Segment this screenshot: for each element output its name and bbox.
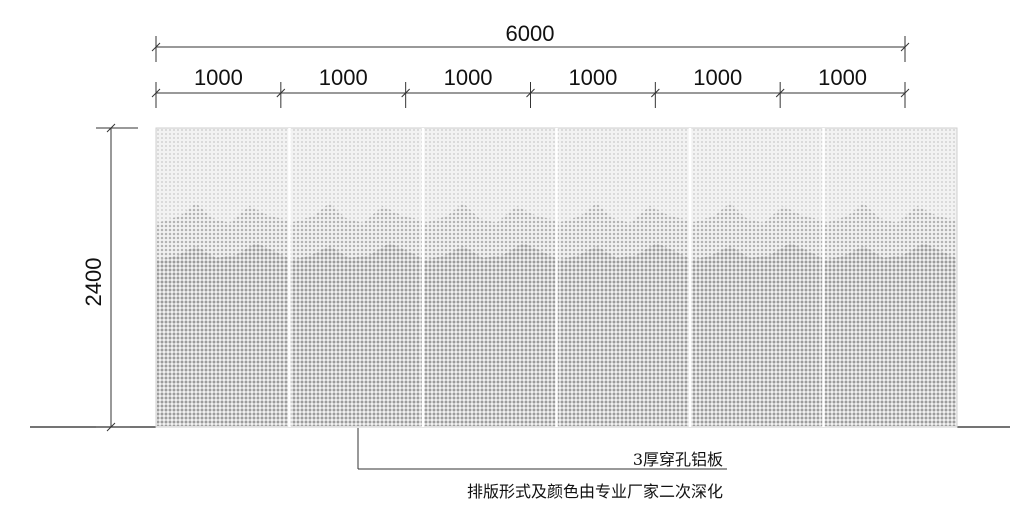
perforated-panel: [424, 129, 556, 426]
perforated-panel: [691, 129, 823, 426]
panel-width-dimensions: 1000 1000 1000 1000 1000 1000: [151, 65, 910, 108]
dimension-slash: [401, 88, 411, 98]
panel-width-label: 1000: [319, 65, 368, 90]
dimension-slash: [650, 88, 660, 98]
panel-width-label: 1000: [693, 65, 742, 90]
perforated-panel: [290, 129, 422, 426]
dimension-slash: [526, 88, 535, 98]
perforated-panel: [557, 129, 689, 426]
height-label: 2400: [81, 258, 106, 307]
height-dimension: 2400: [81, 123, 138, 432]
dimension-slash: [900, 88, 910, 98]
total-width-dimension: 6000: [151, 21, 910, 62]
panel-width-label: 1000: [444, 65, 493, 90]
dimension-slash: [775, 88, 785, 98]
perforated-panel: [157, 129, 289, 426]
perforated-panel: [824, 129, 956, 426]
panel-width-label: 1000: [568, 65, 617, 90]
deepening-note: 排版形式及颜色由专业厂家二次深化: [467, 482, 723, 501]
material-callout: 3厚穿孔铝板 排版形式及颜色由专业厂家二次深化: [357, 428, 727, 501]
panel-width-label: 1000: [194, 65, 243, 90]
material-label: 3厚穿孔铝板: [633, 450, 723, 469]
dimension-slash: [151, 88, 161, 98]
total-width-label: 6000: [506, 21, 555, 46]
perforated-panel-wall: [155, 127, 958, 428]
dimension-slash: [276, 88, 286, 98]
panel-width-label: 1000: [818, 65, 867, 90]
